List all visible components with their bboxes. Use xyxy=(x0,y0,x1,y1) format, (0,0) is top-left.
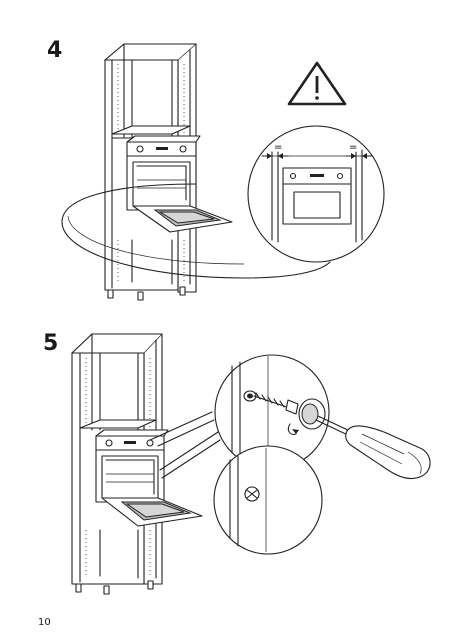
step5-zoom-circle-top xyxy=(214,354,330,470)
warning-triangle-icon xyxy=(287,61,347,106)
step4-oven xyxy=(126,135,233,233)
step5-zoom-circle-bottom xyxy=(213,445,323,555)
step5-oven xyxy=(95,411,221,527)
dimension-equal-right: = xyxy=(349,142,357,153)
step4-zoom-callout xyxy=(61,125,385,279)
screwdriver-icon xyxy=(315,415,431,479)
step-number-5: 5 xyxy=(43,331,59,356)
dimension-equal-left: = xyxy=(274,142,282,153)
step-number-4: 4 xyxy=(47,38,63,63)
page-number: 10 xyxy=(38,617,51,628)
